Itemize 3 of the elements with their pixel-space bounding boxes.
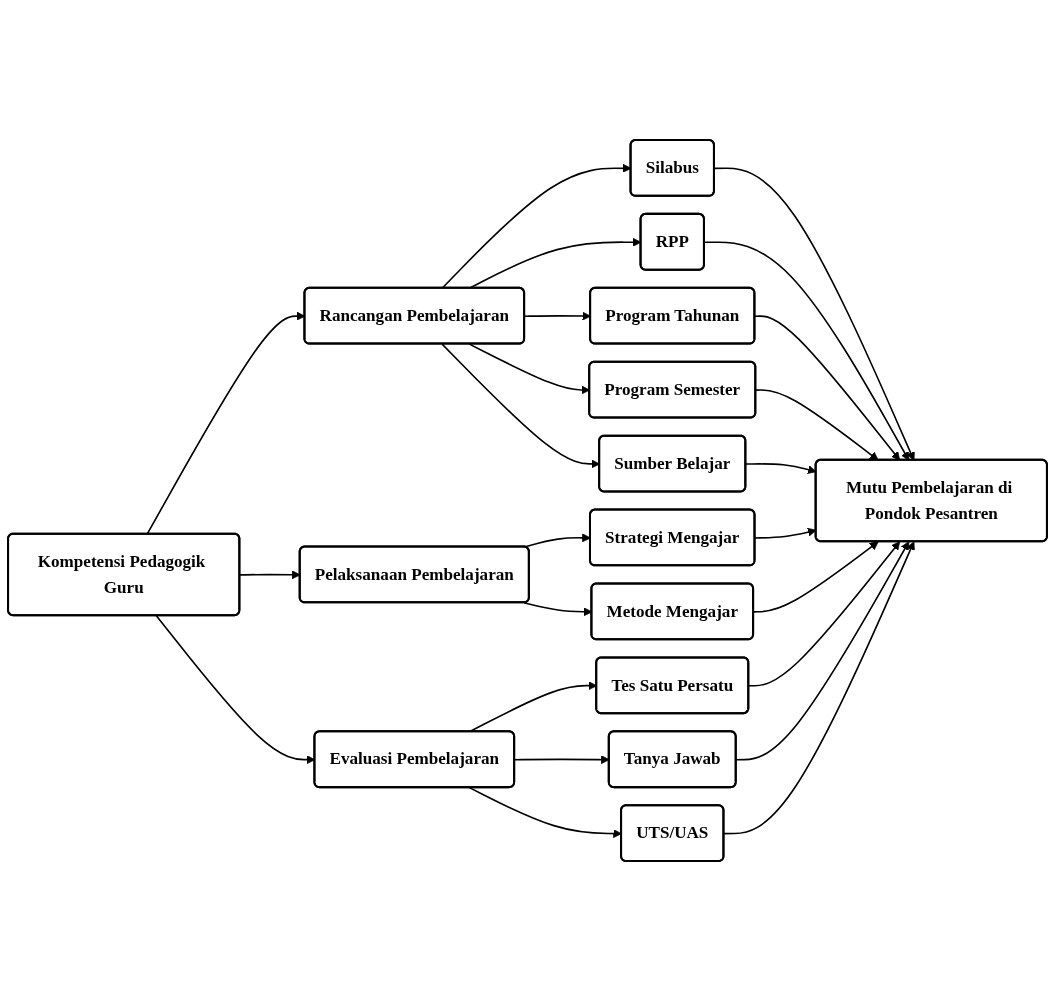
arrow: [735, 541, 910, 761]
arrow: [748, 541, 901, 687]
arrow: [723, 541, 915, 835]
